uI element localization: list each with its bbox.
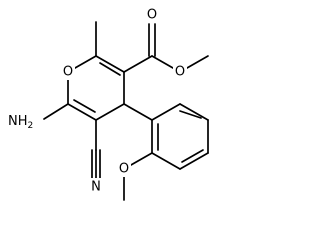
bond-c5-c6-inner [73, 99, 96, 113]
bond-lines [43, 21, 209, 201]
bond-ar-inner-3 [179, 110, 202, 119]
bond-c2-c3-inner [99, 62, 121, 76]
bond-c6-n-amino [43, 103, 69, 120]
atom-label-nitrile-n: N [91, 180, 101, 195]
atom-label-ring-oxygen: O [63, 65, 73, 80]
bond-c2-c3 [95, 55, 125, 73]
amino-subscript: 2 [28, 121, 34, 131]
bond-c4-aryl [123, 103, 153, 121]
amino-main: NH [8, 114, 28, 129]
atom-label-methoxy-oxygen: O [119, 162, 129, 177]
atom-label-ester-oxygen: O [175, 65, 185, 80]
bond-ar5-ar6 [179, 103, 209, 121]
bond-c5-c6 [67, 103, 97, 121]
bond-c3-carbonyl [123, 55, 153, 73]
atom-label-amino: NH2 [8, 114, 33, 131]
atom-label-carbonyl-oxygen: O [147, 8, 157, 23]
bond-ar2-ar3 [151, 152, 181, 170]
bond-ar-inner-2 [181, 149, 204, 163]
atom-labels: O O O NH2 N O [5, 7, 187, 195]
bond-c4-c5 [95, 103, 125, 121]
bond-ar3-ar4 [179, 152, 209, 170]
chemical-structure-diagram: O O O NH2 N O [5, 7, 209, 201]
bond-ar6-ar1 [151, 103, 181, 121]
